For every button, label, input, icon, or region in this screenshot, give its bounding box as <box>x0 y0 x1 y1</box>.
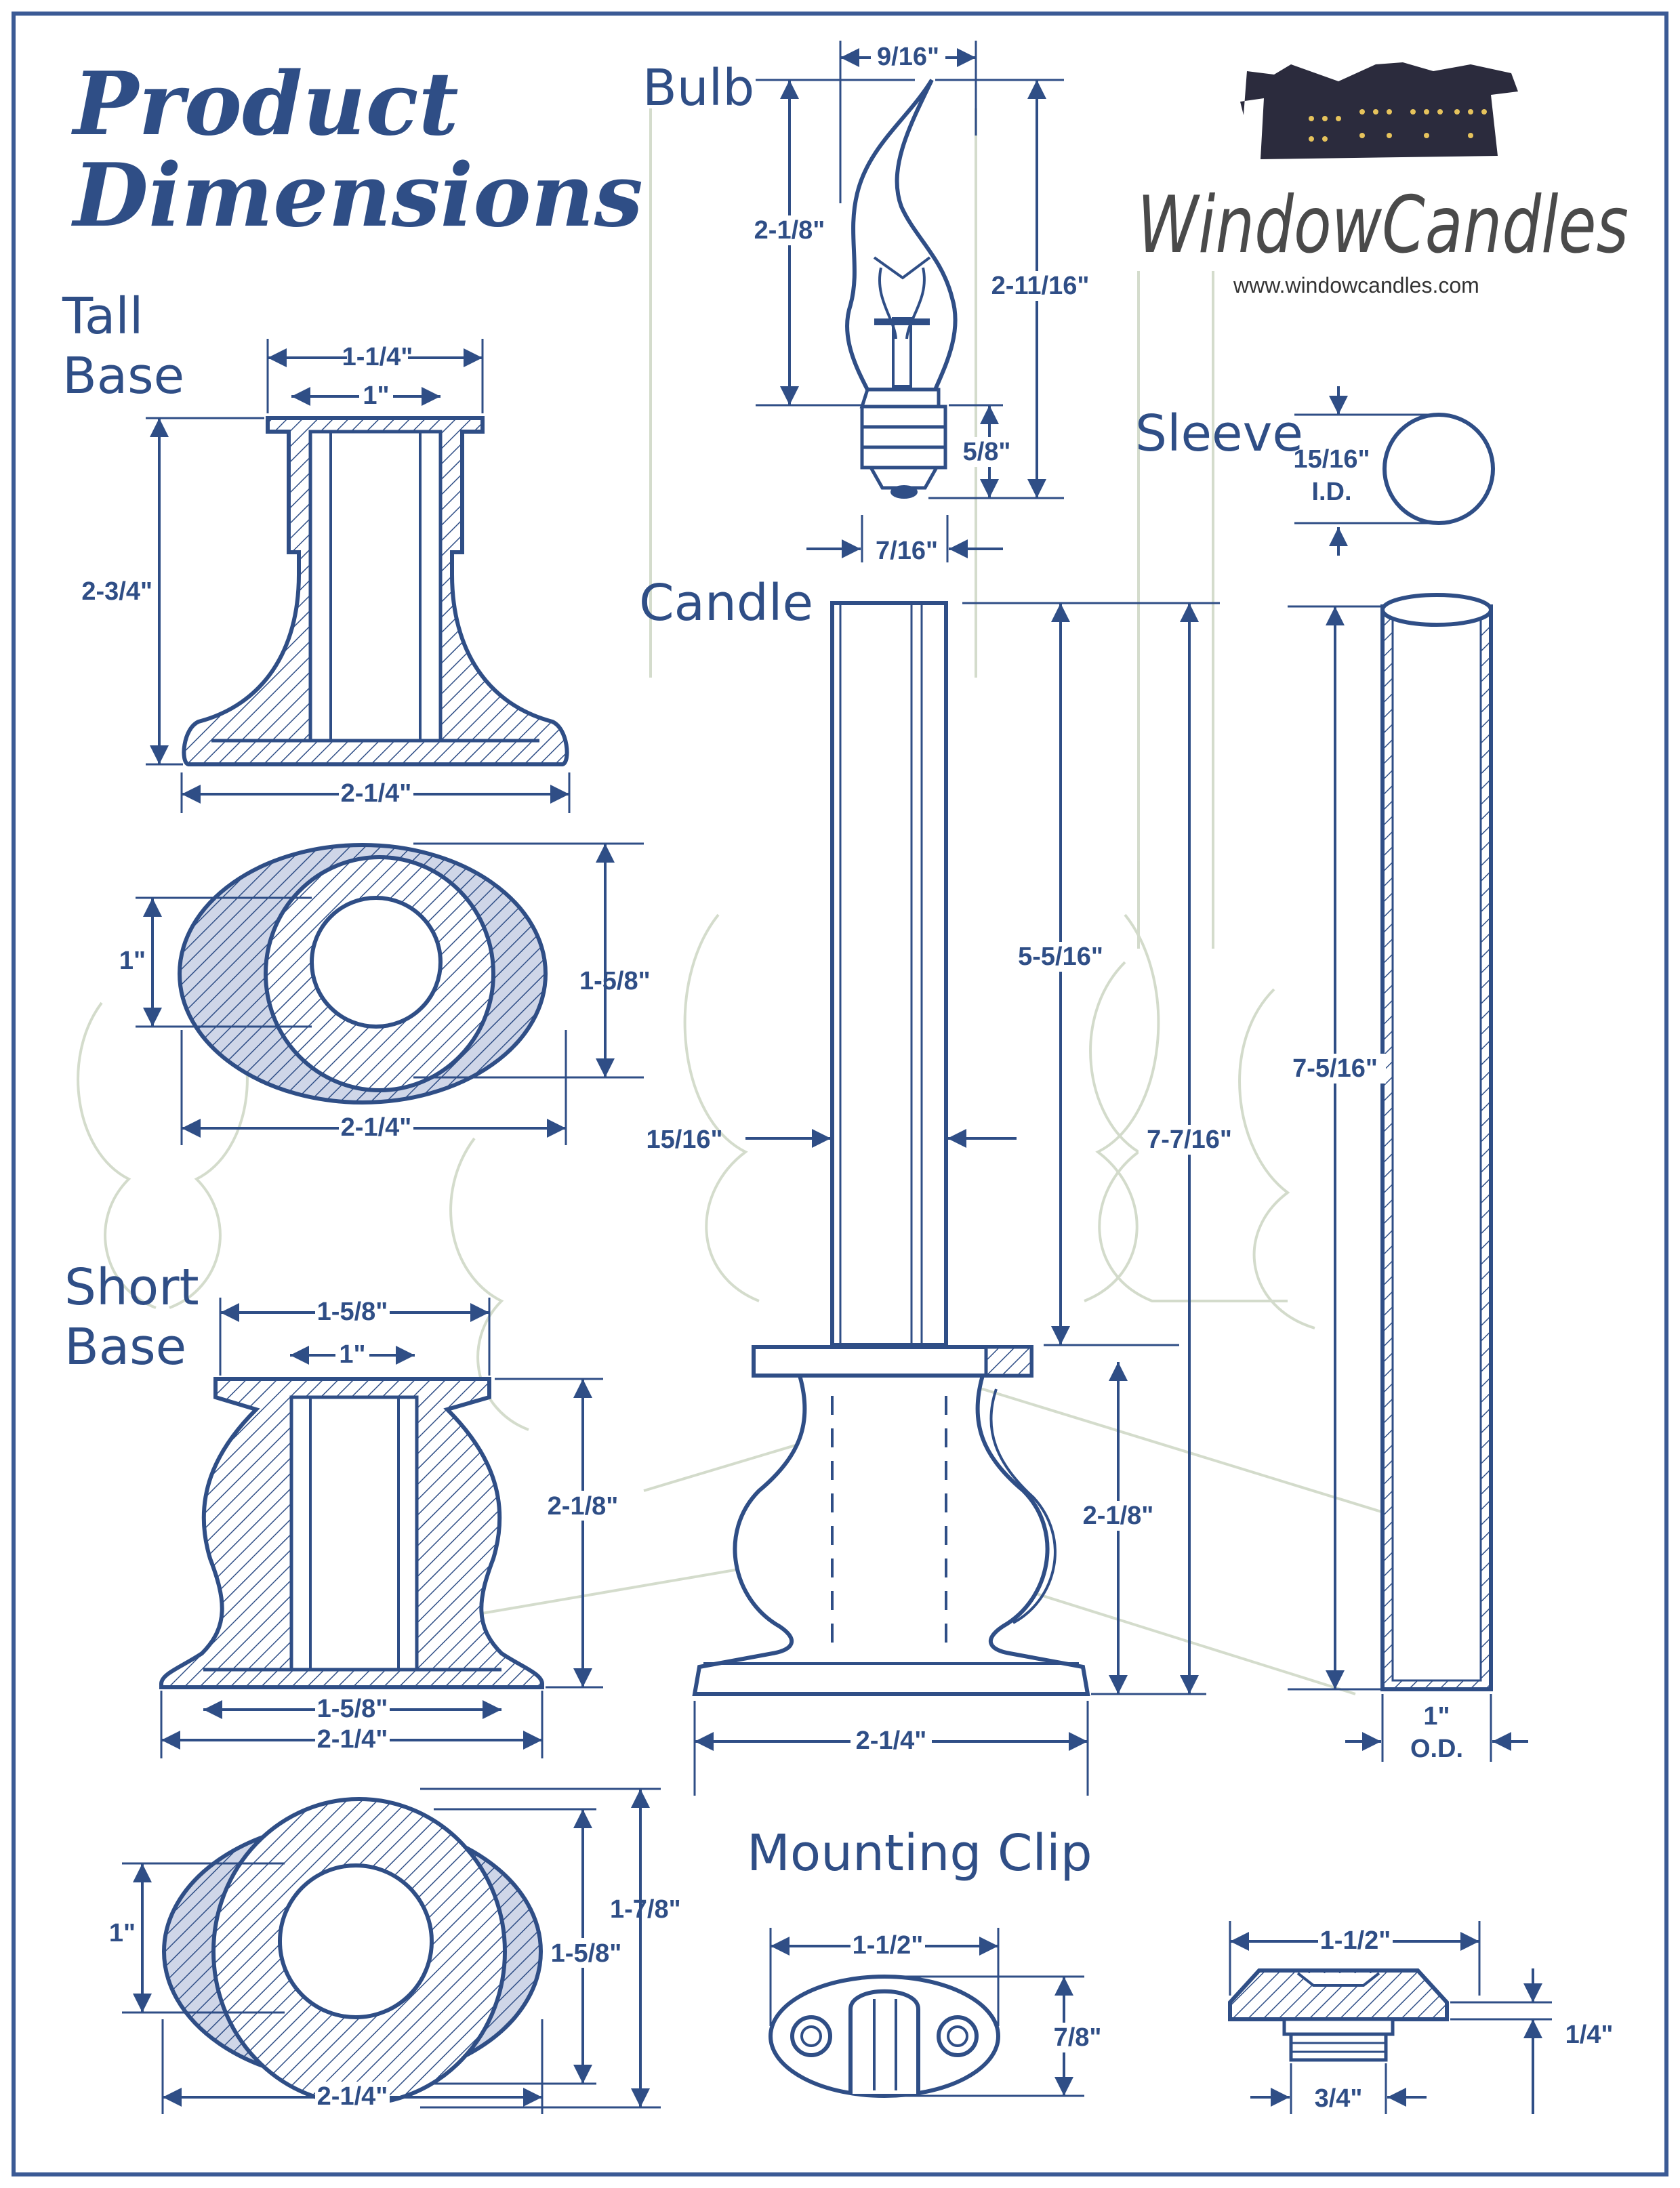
tall-plan-inner-dim: 1" <box>119 947 146 975</box>
brand-logo: WindowCandles www.windowcandles.com <box>1137 62 1628 297</box>
bulb-width-dim: 9/16" <box>877 43 939 71</box>
short-plan-inner-dim: 1" <box>109 1919 136 1947</box>
mounting-clip-label: Mounting Clip <box>747 1824 1092 1882</box>
candle-base-width-dim: 2-1/4" <box>856 1727 927 1755</box>
sleeve-length-dim: 7-5/16" <box>1292 1054 1378 1083</box>
clip-peg-dim: 3/4" <box>1315 2084 1363 2113</box>
sleeve-label: Sleeve <box>1135 405 1303 463</box>
candle-total-dim: 7-7/16" <box>1147 1126 1232 1154</box>
clip-thickness-dim: 1/4" <box>1565 2021 1614 2049</box>
short-inner-dim: 1" <box>339 1340 365 1369</box>
sleeve-section: Sleeve 15/16" I.D. 7-5/16" 1" O.D. <box>1135 386 1528 1763</box>
candle-base <box>692 1374 1090 1696</box>
tall-plan-width-dim: 2-1/4" <box>341 1113 412 1142</box>
short-top-dim: 1-5/8" <box>317 1298 388 1326</box>
candle-diameter-dim: 15/16" <box>646 1126 722 1154</box>
short-plan-depth-dim: 1-5/8" <box>551 1939 622 1968</box>
bulb-base-dim: 5/8" <box>963 438 1011 466</box>
short-plan-width-dim: 2-1/4" <box>317 2082 388 2111</box>
bulb-screw-base <box>859 388 947 470</box>
mounting-clip-section: Mounting Clip 1-1/2" 7/8" 1-1/2" <box>747 1824 1613 2114</box>
sleeve-od-dim: 1" <box>1423 1702 1450 1731</box>
clip-width-dim: 1-1/2" <box>853 1931 924 1960</box>
bulb-label: Bulb <box>642 59 754 117</box>
tall-base-label-1: Tall <box>62 287 143 346</box>
bulb-glass <box>845 79 958 392</box>
bulb-section: Bulb 9/16" 2-1/8" 2-11/16" 5/8" 7/16" <box>642 41 1091 565</box>
sleeve-id-label: I.D. <box>1311 478 1351 506</box>
short-bottom-dim: 2-1/4" <box>317 1725 388 1754</box>
tall-bottom-dim: 2-1/4" <box>341 779 412 808</box>
background-sketch <box>77 108 1424 1695</box>
sleeve-id-dim: 15/16" <box>1293 445 1370 474</box>
clip-side-width-dim: 1-1/2" <box>1320 1926 1391 1955</box>
tall-height-dim: 2-3/4" <box>81 577 152 606</box>
tall-base-label-2: Base <box>62 347 184 405</box>
bulb-neck-dim: 7/16" <box>876 537 938 565</box>
candle-base-height-dim: 2-1/8" <box>1083 1502 1154 1530</box>
bulb-total-dim: 2-11/16" <box>991 272 1090 300</box>
sleeve-od-label: O.D. <box>1410 1735 1463 1763</box>
tall-inner-dim: 1" <box>363 381 389 410</box>
tall-base-section: Tall Base 1-1/4" 1" 2-3/4" 2-1/4" 1" <box>62 287 651 1145</box>
tall-plan-depth-dim: 1-5/8" <box>579 967 651 995</box>
candle-section: Candle 5-5/16" 7-7/16" 15/16" 2-1/8" 2-1… <box>639 574 1240 1796</box>
tall-top-dim: 1-1/4" <box>342 343 413 371</box>
house-silhouette-icon <box>1240 62 1518 159</box>
short-height-dim: 2-1/8" <box>548 1492 619 1521</box>
short-base-label-2: Base <box>64 1318 186 1376</box>
candle-tube-dim: 5-5/16" <box>1018 943 1103 971</box>
short-bottom-inner-dim: 1-5/8" <box>317 1695 388 1723</box>
candle-tube <box>830 601 948 1347</box>
mounting-clip-side-view <box>1228 1968 1449 2021</box>
brand-name: WindowCandles <box>1137 180 1628 271</box>
brand-url: www.windowcandles.com <box>1233 273 1479 297</box>
short-base-label-1: Short <box>64 1258 199 1317</box>
clip-height-dim: 7/8" <box>1054 2023 1102 2052</box>
sleeve-end-view <box>1382 413 1495 525</box>
bulb-glass-dim: 2-1/8" <box>754 216 825 245</box>
short-plan-outer-dim: 1-7/8" <box>610 1895 681 1924</box>
candle-label: Candle <box>639 574 813 632</box>
page-title-line-1: Product <box>73 54 459 155</box>
short-base-section: Short Base 1-5/8" 1" 2-1/8" 1-5/8" 2-1/4… <box>64 1258 681 2114</box>
page-border <box>12 12 1668 2176</box>
page-title-line-2: Dimensions <box>73 145 643 247</box>
